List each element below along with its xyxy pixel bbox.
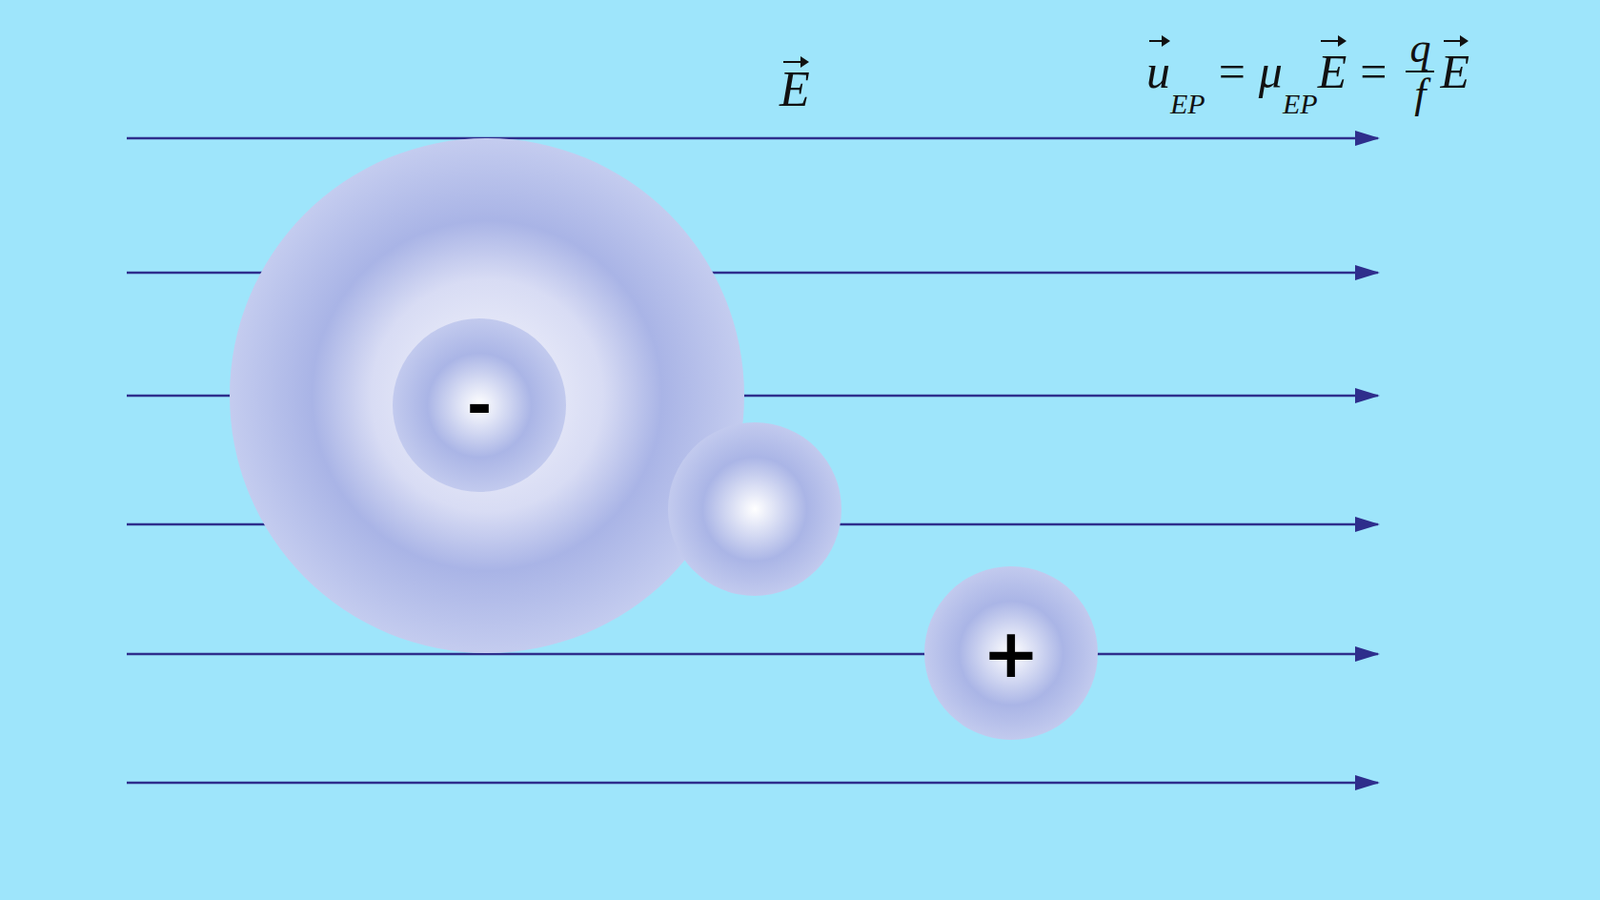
double-layer <box>229 138 745 653</box>
mobility-formula: uEP=μEPE=qfE <box>1146 26 1470 117</box>
formula-subscript: EP <box>1170 87 1206 121</box>
formula-operator: = <box>1359 43 1387 100</box>
field-label: E <box>779 64 811 115</box>
charge-sign: + <box>924 566 1098 740</box>
field-lines <box>126 138 1378 783</box>
formula-subscript: EP <box>1282 87 1318 121</box>
formula-symbol: μ <box>1258 43 1283 100</box>
formula-numerator: q <box>1405 26 1435 73</box>
positive-particle: + <box>924 566 1098 740</box>
formula-vector: u <box>1146 43 1171 100</box>
negative-particle: - <box>392 318 567 492</box>
neutral-particle <box>668 422 842 596</box>
charge-sign: - <box>392 318 567 492</box>
formula-denominator: f <box>1414 72 1426 117</box>
formula-operator: = <box>1218 43 1246 100</box>
formula-vector: E <box>1439 43 1470 100</box>
fraction: qf <box>1405 26 1435 117</box>
formula-vector: E <box>1317 43 1348 100</box>
